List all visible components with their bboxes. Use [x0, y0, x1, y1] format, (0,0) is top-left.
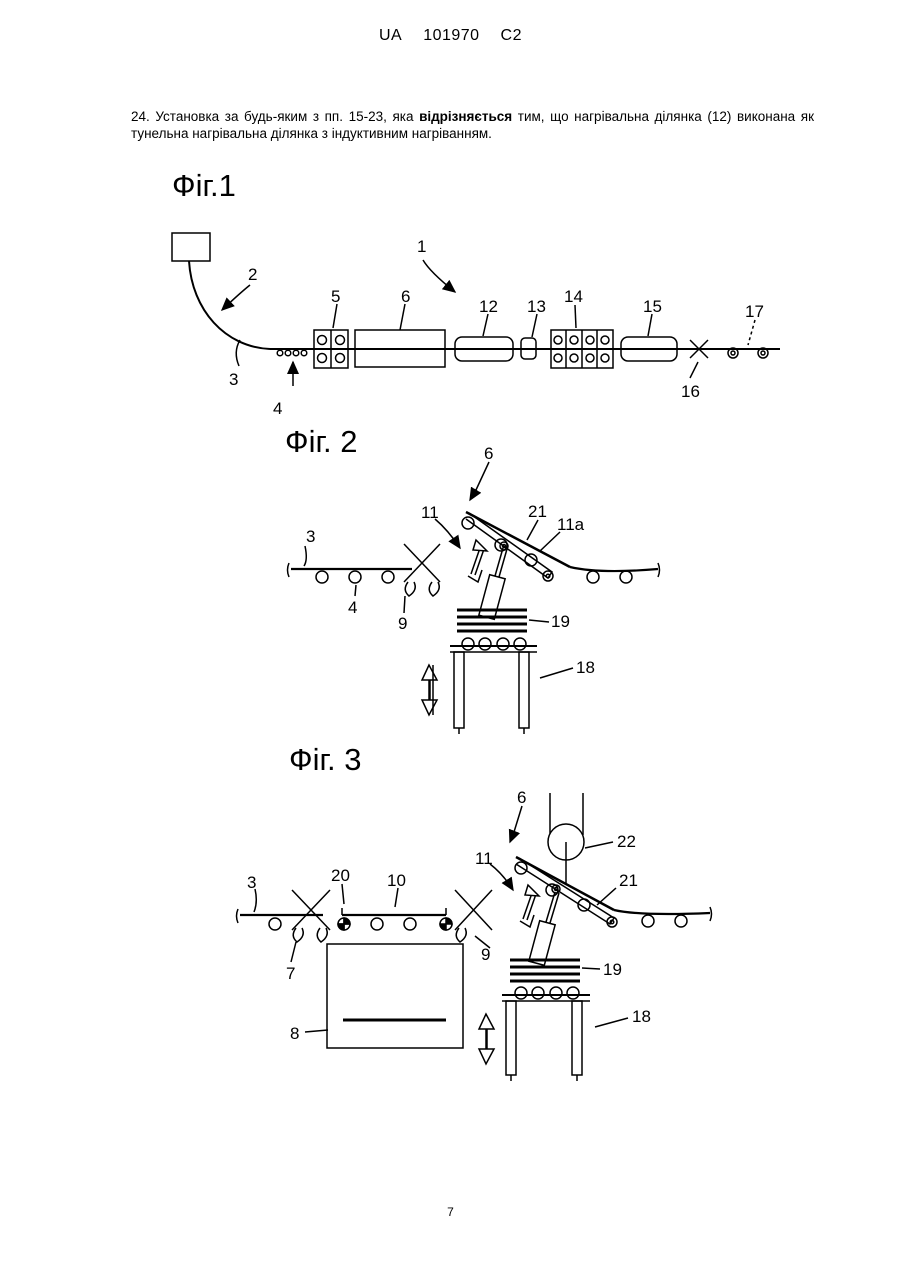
fig3-vertical-double-arrow: [479, 1014, 494, 1064]
fig2-label-18: 18: [576, 658, 595, 677]
fig2-drawing: [288, 462, 660, 734]
fig3-label-20: 20: [331, 866, 350, 885]
fig3-double-arrow-tilt: [520, 885, 539, 927]
fig1-strand-curve: [189, 261, 270, 349]
fig1-label-4: 4: [273, 399, 282, 418]
fig1-label-6: 6: [401, 287, 410, 306]
fig3-label-7: 7: [286, 964, 295, 983]
fig1-label-5: 5: [331, 287, 340, 306]
fig1-roughing-stand: [314, 330, 348, 368]
fig2-plate-stack: [457, 610, 527, 631]
fig3-label-10: 10: [387, 871, 406, 890]
fig2-label-11a: 11a: [557, 515, 585, 534]
fig3-hydraulic-cylinder: [529, 885, 560, 965]
fig2-labels: 6 11 21 11a 3 4 9 19 18: [306, 444, 595, 677]
fig1-label-14: 14: [564, 287, 583, 306]
fig1-label-2: 2: [248, 265, 257, 284]
fig3-label-8: 8: [290, 1024, 299, 1043]
fig3-hoist-22: [548, 793, 584, 883]
fig1-support-rollers: [277, 350, 307, 356]
fig3-drawing: [237, 793, 712, 1081]
fig1-ladle: [172, 233, 210, 261]
fig2-label-19: 19: [551, 612, 570, 631]
fig3-label-9: 9: [481, 945, 490, 964]
fig1-finishing-stand: [551, 330, 613, 368]
fig3-label-11: 11: [475, 849, 493, 868]
fig2-label-6: 6: [484, 444, 493, 463]
fig3-lift-table: [502, 987, 590, 1081]
fig2-double-arrow-tilt: [468, 540, 487, 582]
fig2-vertical-double-arrow: [422, 665, 437, 715]
fig1-label-1: 1: [417, 237, 426, 256]
fig2-label-21: 21: [528, 502, 547, 521]
fig1-label-12: 12: [479, 297, 498, 316]
page-number: 7: [0, 1205, 901, 1219]
fig3-label-18: 18: [632, 1007, 651, 1026]
fig1-label-17: 17: [745, 302, 764, 321]
fig2-top-plate: [466, 512, 570, 567]
fig3-label-6: 6: [517, 788, 526, 807]
fig2-label-11: 11: [421, 503, 439, 522]
fig1-label-16: 16: [681, 382, 700, 401]
fig3-label-19: 19: [603, 960, 622, 979]
fig3-container-8: [327, 944, 463, 1048]
fig2-label-9: 9: [398, 614, 407, 633]
fig1-drawing: [172, 233, 780, 386]
fig2-label-3: 3: [306, 527, 315, 546]
fig2-label-4: 4: [348, 598, 357, 617]
fig3-shear-9: [455, 890, 492, 942]
fig1-label-13: 13: [527, 297, 546, 316]
fig3-label-21: 21: [619, 871, 638, 890]
fig2-lift-table: [450, 638, 537, 734]
fig1-labels: 1 2 3 4 5 6 12 13 14 15 16 17: [229, 237, 764, 418]
fig1-label-3: 3: [229, 370, 238, 389]
fig2-hydraulic-cylinder: [479, 542, 508, 619]
fig3-label-22: 22: [617, 832, 636, 851]
fig3-label-3: 3: [247, 873, 256, 892]
fig1-label-15: 15: [643, 297, 662, 316]
